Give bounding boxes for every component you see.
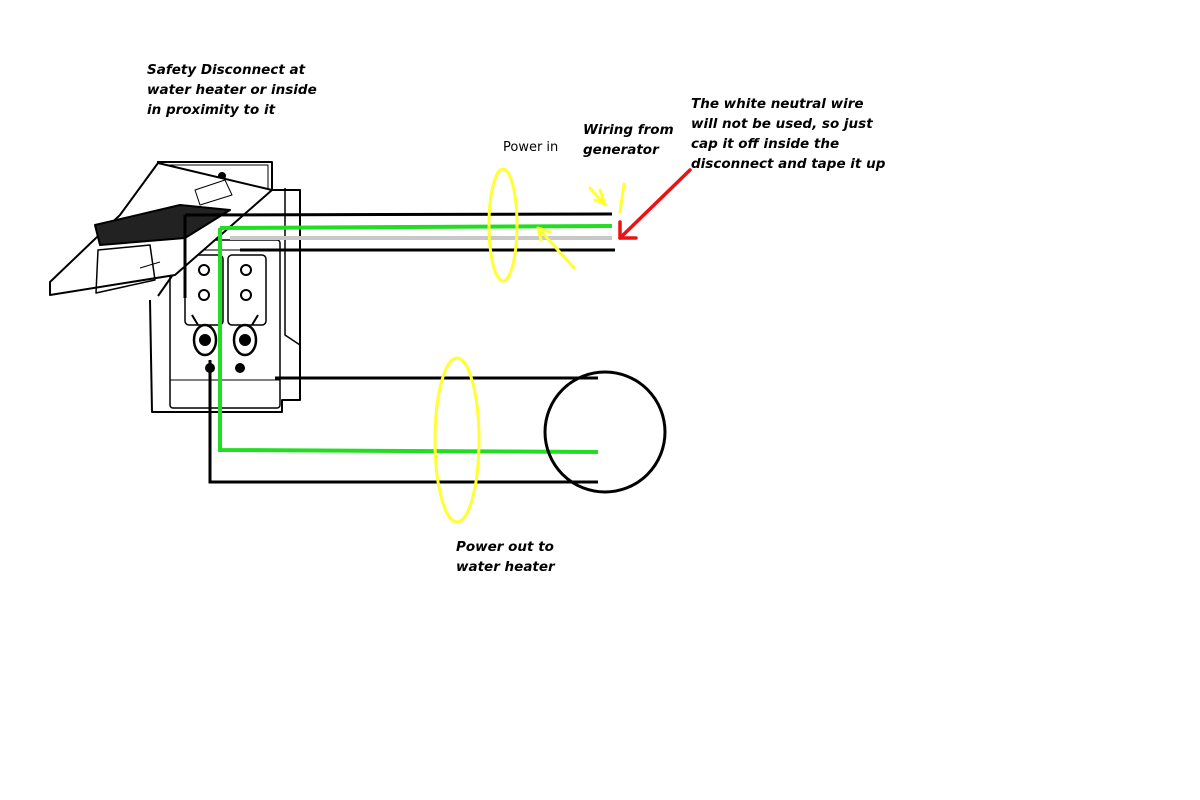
power-out-oval xyxy=(433,356,481,524)
neutral-note-line-3: cap it off inside the xyxy=(691,136,840,152)
power-out-line-1: Power out to xyxy=(456,539,554,555)
disconnect-label-line-3: in proximity to it xyxy=(147,102,276,118)
disconnect-label: Safety Disconnect at water heater or ins… xyxy=(147,60,317,120)
neutral-note-line-4: disconnect and tape it up xyxy=(691,156,886,172)
power-in-oval xyxy=(487,167,519,283)
ground-wire-down xyxy=(218,228,599,454)
wiring-from-label: Wiring from generator xyxy=(583,120,674,160)
hot-wire-out-2 xyxy=(208,360,598,484)
red-pointer-arrow xyxy=(618,168,692,240)
power-out-label: Power out to water heater xyxy=(456,537,555,577)
hot-wire-1 xyxy=(184,212,613,217)
power-in-label: Power in xyxy=(503,140,559,155)
ground-wire-in xyxy=(219,224,613,230)
power-out-line-2: water heater xyxy=(456,559,555,575)
wiring-from-line-1: Wiring from xyxy=(583,122,674,138)
generator-wires xyxy=(183,212,615,484)
neutral-note-label: The white neutral wire will not be used,… xyxy=(691,94,885,174)
neutral-note-line-1: The white neutral wire xyxy=(691,96,864,112)
disconnect-label-line-2: water heater or inside xyxy=(147,82,317,98)
wiring-from-line-2: generator xyxy=(583,142,659,158)
disconnect-label-line-1: Safety Disconnect at xyxy=(147,62,306,78)
water-heater-circle xyxy=(543,370,667,494)
yellow-arrows xyxy=(536,182,626,270)
neutral-note-line-2: will not be used, so just xyxy=(691,116,873,132)
